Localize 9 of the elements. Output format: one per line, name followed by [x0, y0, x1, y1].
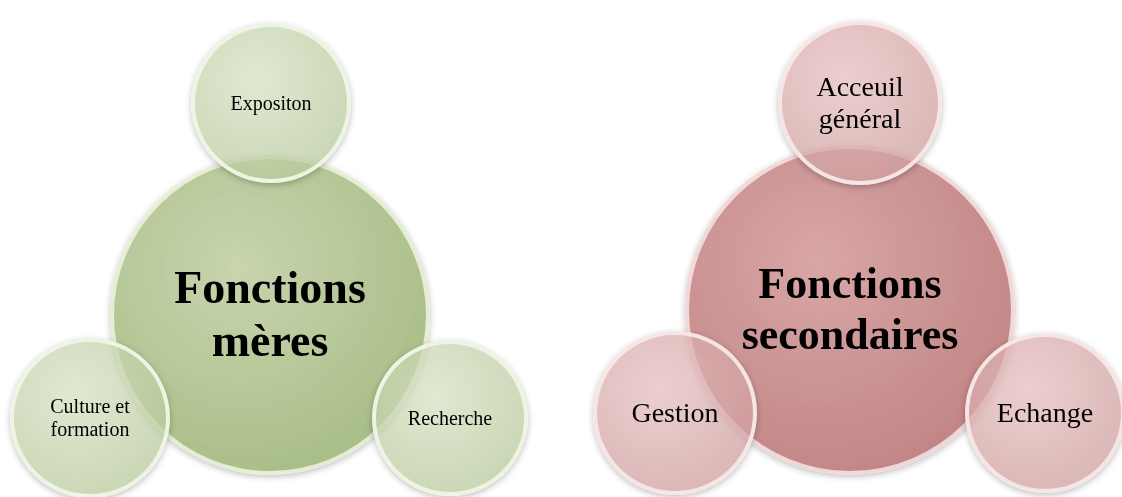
function-label: Echange [996, 396, 1094, 430]
sub-function-circle [191, 23, 351, 183]
function-label: Culture et formation [49, 395, 131, 441]
function-label: Acceuil général [815, 70, 905, 136]
function-label: Gestion [631, 396, 719, 430]
group-title: Fonctions secondaires [740, 259, 960, 361]
function-label: Recherche [407, 406, 493, 430]
group-title: Fonctions mères [173, 262, 367, 368]
function-label: Expositon [230, 91, 312, 115]
